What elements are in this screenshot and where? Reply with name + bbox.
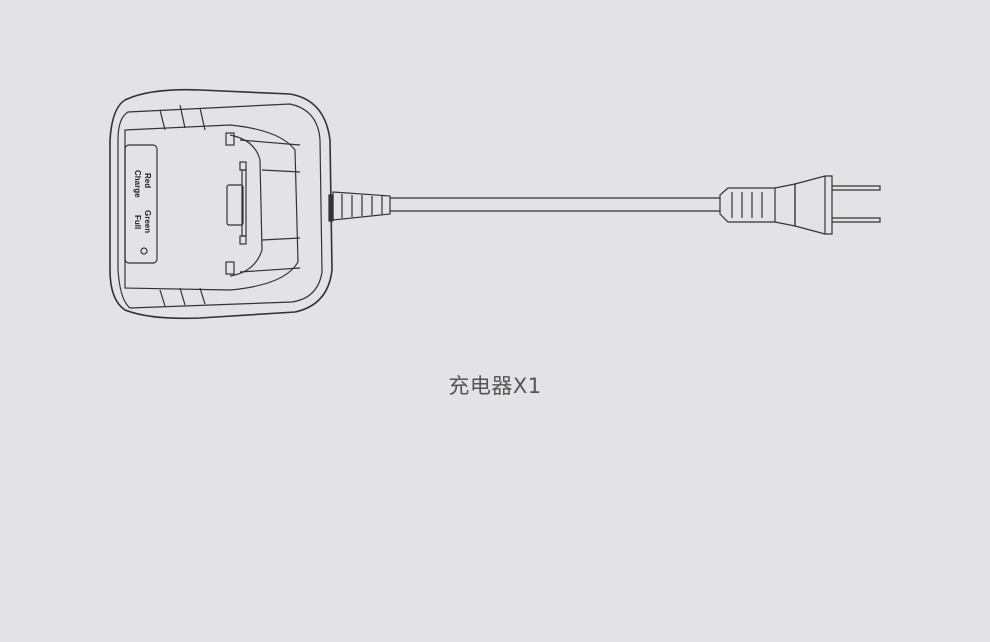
label-red: Red [143,173,152,188]
cable-strain-relief [332,191,391,221]
label-full: Full [133,215,142,229]
charger-base [109,88,334,320]
power-plug [719,175,881,235]
label-charge: Charge [133,170,142,198]
label-green: Green [143,210,152,233]
cable [390,197,720,212]
product-caption: 充电器X1 [448,374,542,398]
